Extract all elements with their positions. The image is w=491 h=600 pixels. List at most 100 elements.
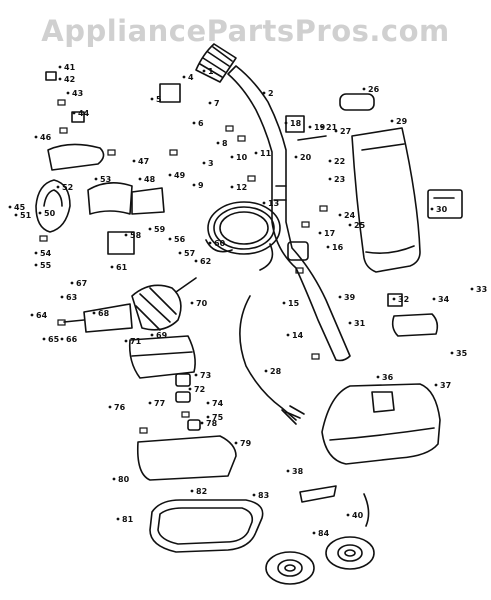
part-number-58: 58 [130, 231, 142, 240]
leader-dot-18 [284, 121, 288, 125]
leader-dot-23 [328, 177, 332, 181]
leader-dot-19 [308, 125, 312, 129]
leader-dot-43 [66, 91, 70, 95]
leader-dot-69 [150, 333, 154, 337]
part-number-76: 76 [114, 403, 126, 412]
part-number-41: 41 [64, 63, 76, 72]
hardware-bit [319, 205, 328, 212]
part-number-16: 16 [332, 243, 344, 252]
hardware-bit [57, 99, 66, 106]
leader-dot-31 [348, 321, 352, 325]
part-number-74: 74 [212, 399, 224, 408]
part-number-15: 15 [288, 299, 300, 308]
part-number-46: 46 [40, 133, 52, 142]
part-number-17: 17 [324, 229, 335, 238]
part-number-14: 14 [292, 331, 304, 340]
part-number-18: 18 [290, 119, 302, 128]
hardware-bit [57, 319, 66, 326]
leader-dot-54 [34, 251, 38, 255]
leader-dot-84 [312, 531, 316, 535]
part-number-49: 49 [174, 171, 186, 180]
leader-dot-72 [188, 387, 192, 391]
part-number-12: 12 [236, 183, 247, 192]
part-number-37: 37 [440, 381, 451, 390]
part-number-62: 62 [200, 257, 211, 266]
part-number-11: 11 [260, 149, 272, 158]
leader-dot-37 [434, 383, 438, 387]
leader-dot-58 [124, 233, 128, 237]
part-number-68: 68 [98, 309, 110, 318]
part-number-57: 57 [184, 249, 195, 258]
part-number-1: 1 [208, 67, 214, 76]
leader-dot-14 [286, 333, 290, 337]
leader-dot-44 [72, 111, 76, 115]
leader-dot-67 [70, 281, 74, 285]
leader-dot-25 [348, 223, 352, 227]
leader-dot-68 [92, 311, 96, 315]
part-number-44: 44 [78, 109, 90, 118]
hardware-bit [181, 411, 190, 418]
fan-housing [35, 71, 439, 337]
part-number-9: 9 [198, 181, 204, 190]
leader-dot-52 [56, 185, 60, 189]
leader-dot-50 [38, 211, 42, 215]
part-number-82: 82 [196, 487, 207, 496]
part-number-20: 20 [300, 153, 312, 162]
part-number-65: 65 [48, 335, 60, 344]
hardware-bit [169, 149, 178, 156]
leader-dot-64 [30, 313, 34, 317]
leader-dot-55 [34, 263, 38, 267]
leader-dot-47 [132, 159, 136, 163]
part-number-75: 75 [212, 413, 224, 422]
part-number-13: 13 [268, 199, 279, 208]
part-number-79: 79 [240, 439, 252, 448]
leader-dot-63 [60, 295, 64, 299]
leader-dot-38 [286, 469, 290, 473]
leader-dot-7 [208, 101, 212, 105]
part-number-73: 73 [200, 371, 211, 380]
dust-bag [339, 93, 463, 273]
part-number-55: 55 [40, 261, 52, 270]
leader-dot-59 [148, 227, 152, 231]
leader-dot-56 [168, 237, 172, 241]
leader-dot-8 [216, 141, 220, 145]
part-number-8: 8 [222, 139, 228, 148]
leader-dot-79 [234, 441, 238, 445]
part-number-10: 10 [236, 153, 248, 162]
part-number-21: 21 [326, 123, 338, 132]
leader-dot-70 [190, 301, 194, 305]
hardware-bit [311, 353, 320, 360]
leader-dot-15 [282, 301, 286, 305]
leader-dot-45 [8, 205, 12, 209]
leader-dot-21 [320, 125, 324, 129]
leader-dot-46 [34, 135, 38, 139]
part-number-7: 7 [214, 99, 220, 108]
part-number-53: 53 [100, 175, 111, 184]
part-number-5: 5 [156, 95, 162, 104]
leader-dot-53 [94, 177, 98, 181]
part-number-43: 43 [72, 89, 83, 98]
part-number-22: 22 [334, 157, 345, 166]
motor [63, 277, 197, 333]
part-number-63: 63 [66, 293, 77, 302]
hardware-bit [295, 267, 304, 274]
hardware-bit [107, 149, 116, 156]
part-number-80: 80 [118, 475, 130, 484]
part-number-84: 84 [318, 529, 330, 538]
leader-dot-32 [392, 297, 396, 301]
part-number-25: 25 [354, 221, 366, 230]
leader-dot-83 [252, 493, 256, 497]
leader-dot-24 [338, 213, 342, 217]
part-number-45: 45 [14, 203, 26, 212]
leader-dot-17 [318, 231, 322, 235]
part-number-66: 66 [66, 335, 78, 344]
part-number-50: 50 [44, 209, 56, 218]
part-number-19: 19 [314, 123, 326, 132]
part-number-28: 28 [270, 367, 282, 376]
handle-grip [195, 43, 237, 83]
leader-dot-6 [192, 121, 196, 125]
part-number-54: 54 [40, 249, 52, 258]
leader-dot-28 [264, 369, 268, 373]
